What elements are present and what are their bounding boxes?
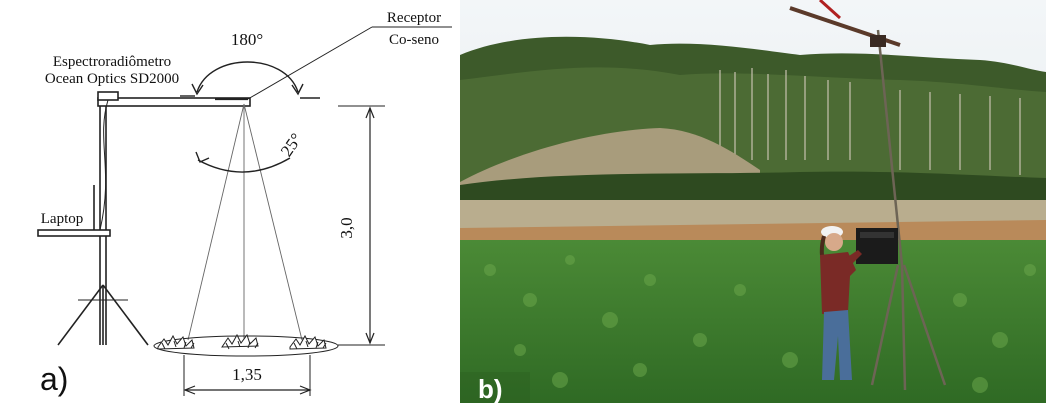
fov-line-right (243, 103, 303, 341)
person-shirt (820, 252, 856, 314)
spectroradiometer-label-line1: Espectroradiômetro (53, 54, 171, 70)
soybean-plants (157, 333, 327, 350)
plant-center (221, 333, 259, 350)
receptor-label-line1: Receptor (387, 10, 441, 26)
panel-b-label: b) (478, 374, 503, 403)
footprint-width-label: 1,35 (232, 365, 262, 384)
fov-line-left (187, 103, 245, 341)
operator-person (819, 226, 862, 380)
spectroradiometer-label-line2: Ocean Optics SD2000 (45, 71, 179, 87)
laptop-label: Laptop (41, 211, 84, 227)
person-jeans (822, 310, 852, 380)
rotation-angle-label: 180° (231, 30, 263, 49)
horizontal-boom (97, 97, 251, 107)
field-texture (484, 255, 1036, 393)
receptor-leader (247, 26, 373, 100)
panel-a-diagram (37, 26, 452, 396)
fov-arc (197, 157, 291, 173)
receptor-label-line2: Co-seno (389, 32, 439, 48)
hedge-row (460, 171, 1046, 205)
height-label: 3,0 (337, 217, 356, 238)
spectroradiometer-box (97, 91, 119, 101)
tripod-leg-right (102, 284, 149, 346)
fiber-cable (99, 99, 109, 231)
fov-angle-label: 25° (277, 130, 306, 160)
panel-b-photo (460, 0, 1046, 403)
eucalyptus-stand (719, 68, 1021, 175)
field-tripod (870, 29, 947, 391)
plant-left (157, 334, 195, 350)
rotation-arc (196, 61, 299, 93)
plant-right (289, 334, 327, 350)
panel-a-label: a) (40, 361, 68, 397)
tripod-leg-left (57, 284, 104, 346)
laptop-shelf (37, 229, 111, 237)
soybean-field (460, 240, 1046, 403)
